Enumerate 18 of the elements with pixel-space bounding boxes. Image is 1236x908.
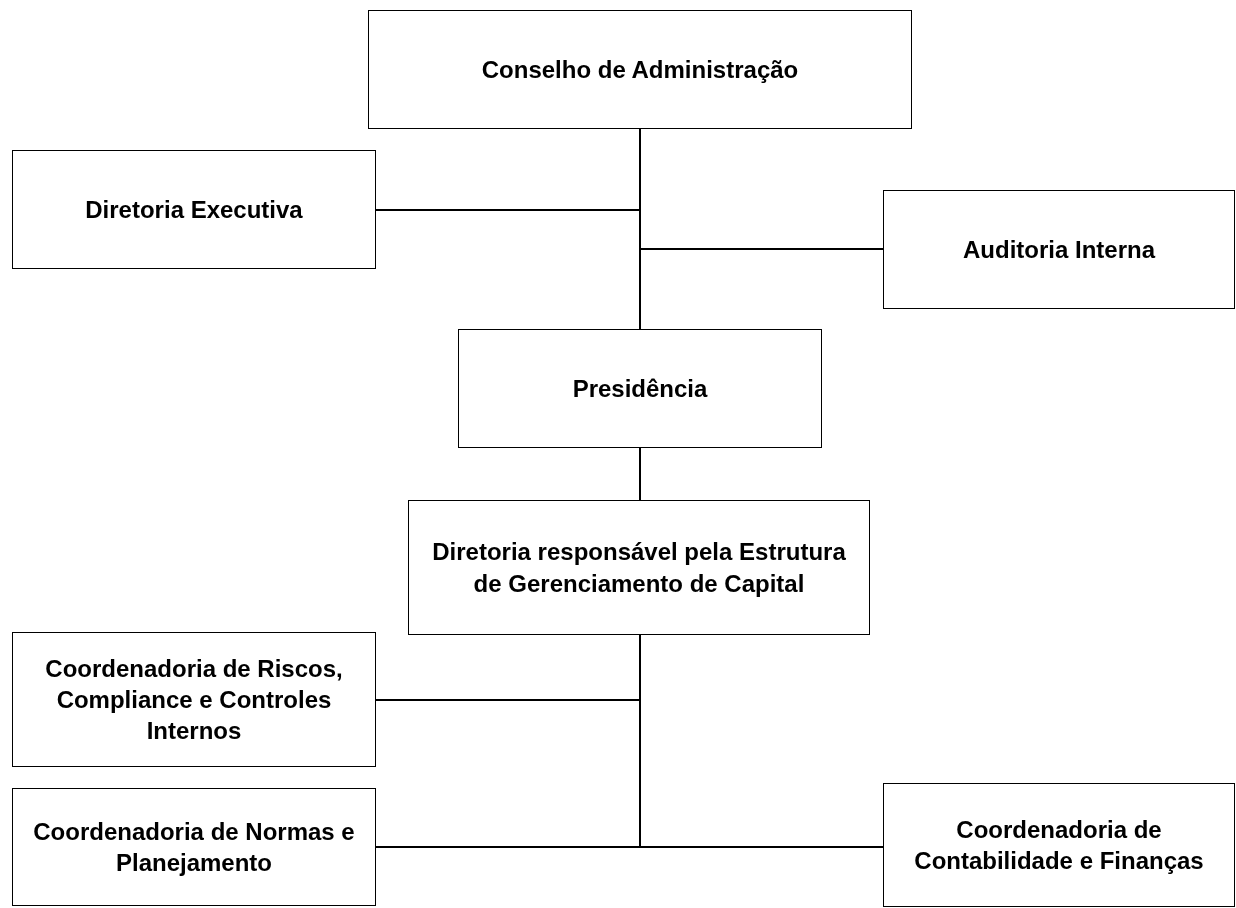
unit-name: Coordenadoria de Riscos, Compliance e Controles Internos bbox=[44, 653, 344, 747]
unit-name: Conselho de Administração bbox=[481, 54, 799, 85]
org-box bbox=[368, 10, 912, 129]
unit-name: Auditoria Interna bbox=[963, 234, 1155, 265]
org-box bbox=[883, 190, 1235, 309]
unit-name: Coordenadoria de Normas e Planejamento bbox=[32, 816, 356, 878]
unit-name: Diretoria responsável pela Estrutura de Gerenciamento de Capital bbox=[431, 537, 847, 599]
org-box bbox=[12, 788, 376, 906]
connector-line bbox=[639, 447, 641, 501]
org-box bbox=[883, 783, 1235, 907]
unit-name: Diretoria Executiva bbox=[85, 194, 303, 225]
org-box bbox=[12, 632, 376, 767]
org-box bbox=[408, 500, 870, 635]
unit-name: Presidência bbox=[572, 373, 708, 404]
org-box bbox=[458, 329, 822, 448]
connector-line bbox=[639, 128, 641, 330]
unit-name: Coordenadoria de Contabilidade e Finanças bbox=[913, 814, 1205, 876]
org-box bbox=[12, 150, 376, 269]
